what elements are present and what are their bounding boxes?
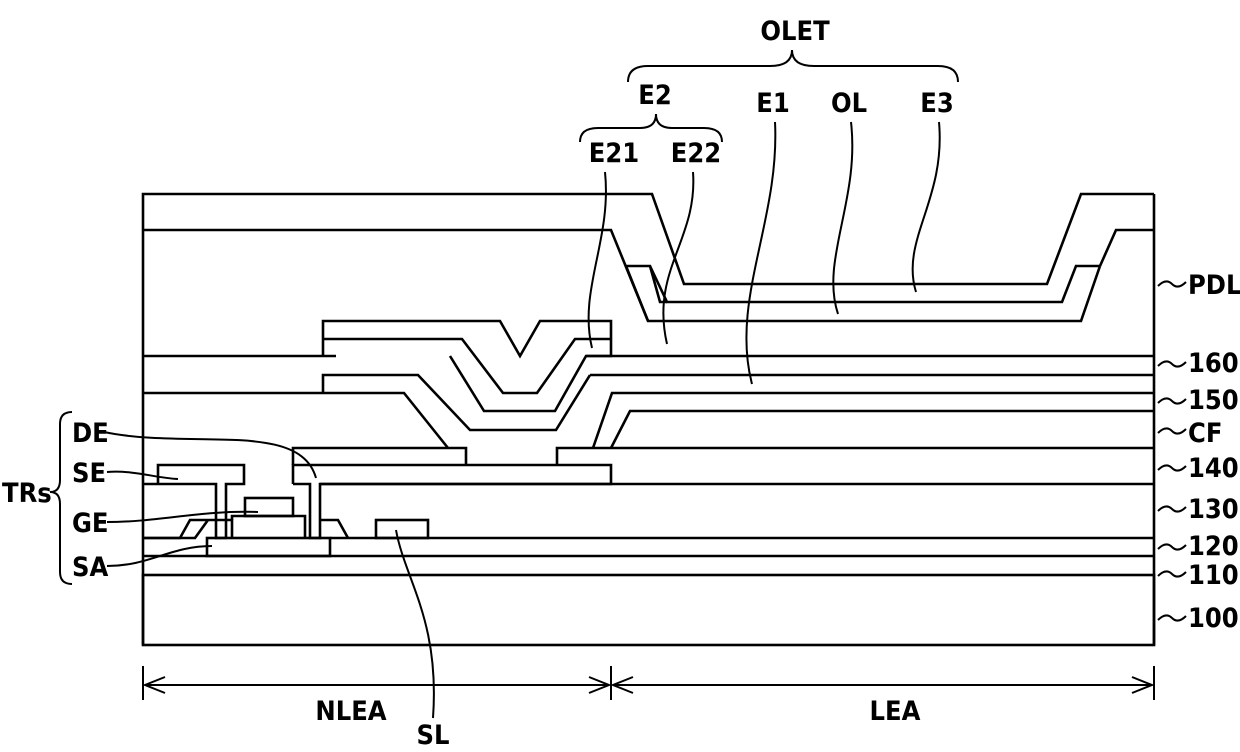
tilde-100 xyxy=(1158,615,1186,620)
e22-leader xyxy=(663,172,693,344)
ol-layer xyxy=(626,266,1100,321)
label-160: 160 xyxy=(1188,348,1239,379)
pdl-tilde xyxy=(1158,281,1186,286)
substrate-100 xyxy=(143,575,1154,645)
gate-cover xyxy=(232,516,305,538)
e1-via xyxy=(323,375,590,430)
de-leader xyxy=(104,432,316,478)
insulator-step-right xyxy=(320,520,348,538)
label-150: 150 xyxy=(1188,385,1239,416)
via-stack xyxy=(323,321,611,430)
signal-line-sl xyxy=(376,520,428,538)
label-nlea: NLEA xyxy=(315,696,386,727)
label-se: SE xyxy=(72,458,106,489)
label-e2: E2 xyxy=(638,80,672,111)
label-ol: OL xyxy=(831,88,867,119)
e3-leader xyxy=(913,122,940,292)
sl-leader xyxy=(396,530,434,718)
label-cf: CF xyxy=(1188,418,1222,449)
label-120: 120 xyxy=(1188,531,1239,562)
substrate-layers xyxy=(143,194,1154,645)
label-lea: LEA xyxy=(870,696,921,727)
e3-layer xyxy=(143,230,648,321)
label-de: DE xyxy=(72,418,109,449)
label-pdl: PDL xyxy=(1188,270,1240,301)
labels: OLET E2 E1 OL E3 E21 E22 PDL 160 150 CF … xyxy=(2,16,1240,751)
label-e1: E1 xyxy=(756,88,790,119)
tilde-140 xyxy=(1158,465,1186,470)
label-e22: E22 xyxy=(671,138,721,169)
label-110: 110 xyxy=(1188,560,1239,591)
transistor-structure xyxy=(143,448,611,556)
trs-brace xyxy=(50,412,72,584)
label-100: 100 xyxy=(1188,603,1239,634)
e3-inner xyxy=(626,230,1154,302)
tilde-130 xyxy=(1158,506,1186,511)
e1-leader xyxy=(746,122,775,384)
tilde-cf xyxy=(1158,428,1186,433)
contact-step-140 xyxy=(293,448,611,465)
pdl-outline xyxy=(143,194,1154,645)
gate-electrode-ge xyxy=(245,498,293,516)
label-olet: OLET xyxy=(760,16,830,47)
pdl-stack xyxy=(143,194,1154,645)
color-filter-cf xyxy=(611,411,1154,448)
label-sa: SA xyxy=(72,552,108,583)
gate-insulator-step xyxy=(143,520,232,538)
dimension-arrows xyxy=(143,666,1154,700)
label-140: 140 xyxy=(1188,453,1239,484)
olet-brace xyxy=(628,50,958,82)
label-sl: SL xyxy=(417,720,450,751)
tilde-110 xyxy=(1158,571,1186,576)
semiconductor-active-sa xyxy=(207,538,330,556)
e21-via xyxy=(323,321,611,411)
layer-150-top xyxy=(143,393,1154,448)
label-ge: GE xyxy=(72,508,109,539)
tilde-150 xyxy=(1158,398,1186,403)
tilde-120 xyxy=(1158,544,1186,549)
tilde-160 xyxy=(1158,361,1186,366)
label-trs: TRs xyxy=(2,478,52,509)
label-e21: E21 xyxy=(589,138,639,169)
label-130: 130 xyxy=(1188,494,1239,525)
label-e3: E3 xyxy=(920,88,954,119)
